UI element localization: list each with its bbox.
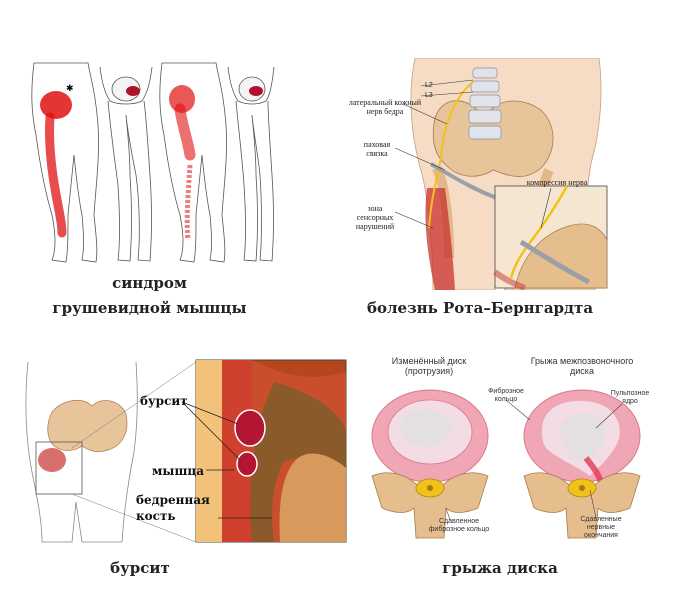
roth-caption: болезнь Рота–Бернгардта [366,299,594,317]
label-nucleus-pulposus: Пульпозное ядро [610,390,650,405]
svg-text:✱: ✱ [66,84,74,94]
label-squeezed-ring: Сдавленное фиброзное кольцо [428,518,490,533]
disc-hernia [523,389,641,539]
label-bursitis: бурсит [140,394,188,408]
roth-illustration [394,58,608,290]
label-squeezed-nerves: Сдавленные нервные окончания [580,516,622,539]
label-femur: бедренная кость [136,493,210,523]
title-protrusion: Изменённый диск (протрузия) [391,356,467,376]
spine [468,67,502,140]
hernia-illustration [371,389,641,539]
piriformis-caption-line1: синдром [112,274,187,292]
hernia-caption: грыжа диска [442,559,558,577]
bursitis-illustration [25,359,347,543]
piriformis-illustration: ✱ [31,62,275,263]
title-hernia: Грыжа межпозвоночного диска [530,356,634,376]
label-l3: L3 [425,92,433,99]
hernia-panel: Изменённый диск (протрузия) Грыжа межпоз… [360,356,650,548]
piriformis-panel: ✱ синдром [22,55,277,292]
bursitis-panel: бурсит мышца бедренная кость [12,352,350,544]
label-nerve-compression: компрессия нерва [526,178,588,187]
skeleton-2 [227,66,275,262]
label-fibrous-ring: Фиброзное кольцо [488,388,524,403]
label-l2: L2 [425,82,433,89]
label-inguinal-ligament: паховая связка [363,140,391,158]
label-lateral-nerve: латеральный кожный нерв бедра [348,98,422,116]
roth-panel: L2 L3 латеральный кожный нерв бедра пахо… [345,58,610,290]
bursitis-caption: бурсит [110,559,170,577]
disc-protrusion [371,389,489,539]
label-muscle: мышца [152,464,204,478]
skeleton-1 [99,66,153,262]
label-sensory-zone: зона сенсорных нарушений [355,204,395,231]
piriformis-caption-line2: грушевидной мышцы [52,299,247,317]
